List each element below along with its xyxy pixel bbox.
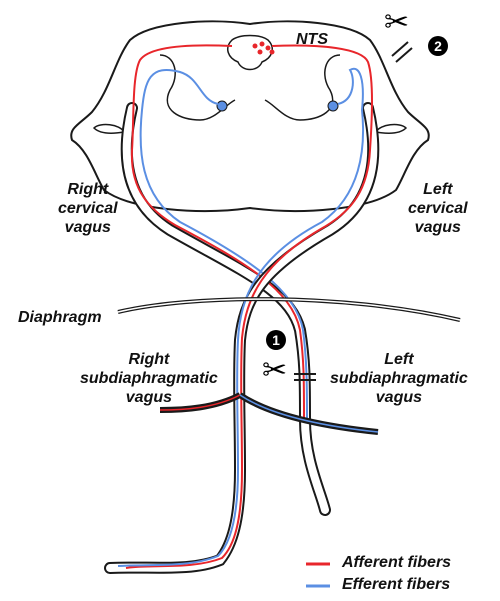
right-nucleus-dot — [328, 101, 338, 111]
right-cervical-label: Right cervical vagus — [58, 180, 118, 237]
cut-2-bars — [392, 42, 412, 62]
cut-2-badge: 2 — [428, 36, 448, 56]
cut-1-badge: 1 — [266, 330, 286, 350]
scissors-icon: ✂ — [384, 8, 409, 38]
left-subdiaphragmatic-label: Left subdiaphragmatic vagus — [330, 350, 468, 407]
scissors-icon: ✂ — [262, 356, 287, 386]
legend-efferent-label: Efferent fibers — [342, 576, 450, 594]
right-subdiaphragmatic-label: Right subdiaphragmatic vagus — [80, 350, 218, 407]
nts-label: NTS — [296, 30, 328, 49]
left-nucleus-dot — [217, 101, 227, 111]
legend-afferent-label: Afferent fibers — [342, 554, 451, 572]
left-cervical-label: Left cervical vagus — [408, 180, 468, 237]
diaphragm-label: Diaphragm — [18, 308, 102, 327]
